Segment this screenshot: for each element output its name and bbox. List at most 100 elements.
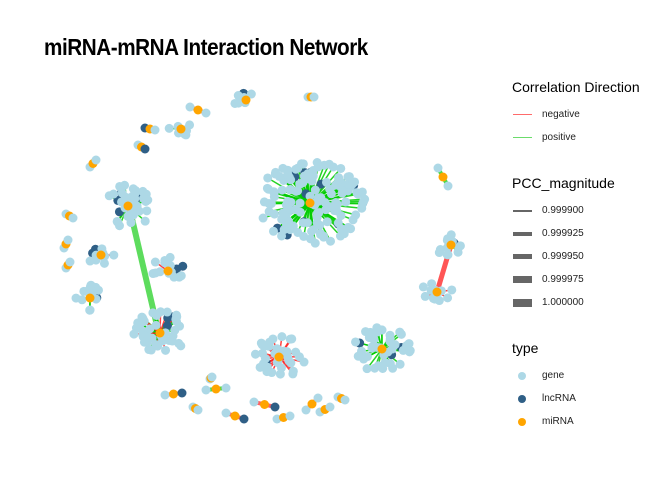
legend-label: miRNA: [542, 416, 574, 427]
gene-node: [377, 325, 387, 335]
gene-node: [395, 327, 405, 337]
legend-item-mag: 0.999900: [512, 199, 615, 222]
node: [68, 213, 78, 223]
gene-node: [109, 189, 119, 199]
node: [160, 390, 170, 400]
legend-label: negative: [542, 109, 580, 120]
node: [177, 388, 187, 398]
gene-node: [142, 206, 152, 216]
gene-node: [85, 256, 95, 266]
mirna-node: [155, 328, 165, 338]
node: [150, 125, 160, 135]
mirna-node: [211, 384, 221, 394]
node: [249, 397, 259, 407]
gene-node: [167, 336, 177, 346]
gene-node: [334, 175, 344, 185]
mirna-node: [230, 411, 240, 421]
gene-node: [346, 224, 356, 234]
node: [301, 405, 311, 415]
positive-line-key: [512, 137, 532, 138]
gene-node: [312, 208, 322, 218]
gene-node: [362, 364, 372, 374]
lncrna-dot-icon: [518, 394, 526, 403]
legend-item-lncrna: lncRNA: [512, 387, 576, 410]
gene-node: [120, 180, 130, 190]
node: [433, 163, 443, 173]
gene-node: [385, 359, 395, 369]
gene-node: [138, 314, 148, 324]
gene-node: [285, 220, 295, 230]
gene-node: [161, 345, 171, 355]
node: [285, 411, 295, 421]
mirna-node: [307, 399, 317, 409]
node: [239, 414, 249, 424]
gene-node: [320, 198, 330, 208]
gene-node: [427, 279, 437, 289]
gene-node: [420, 291, 430, 301]
lncrna-node: [162, 321, 172, 331]
gene-node: [233, 91, 243, 101]
mirna-node: [193, 105, 203, 115]
gene-node: [454, 242, 464, 252]
gene-node: [322, 177, 332, 187]
gene-node: [172, 316, 182, 326]
gene-node: [299, 171, 309, 181]
gene-node: [152, 311, 162, 321]
mirna-node: [176, 124, 186, 134]
gene-node: [171, 310, 181, 320]
gene-node: [134, 206, 144, 216]
gene-node: [351, 337, 361, 347]
gene-node: [274, 171, 284, 181]
node: [201, 108, 211, 118]
gene-node: [170, 325, 180, 335]
gene-node: [83, 286, 93, 296]
gene-node: [335, 231, 345, 241]
legend-item-mag: 1.000000: [512, 291, 615, 314]
gene-node: [140, 216, 150, 226]
gene-node: [321, 205, 331, 215]
gene-node: [295, 207, 305, 217]
gene-node: [181, 130, 191, 140]
gene-node: [258, 359, 268, 369]
mirna-node: [163, 266, 173, 276]
gene-node: [405, 346, 415, 356]
mirna-dot-icon: [518, 417, 526, 426]
legend-label: 0.999950: [542, 251, 584, 262]
mirna-node: [169, 389, 178, 399]
gene-node: [155, 267, 165, 277]
mirna-node: [96, 250, 106, 260]
gene-node: [336, 163, 346, 173]
mirna-node: [377, 344, 387, 354]
gene-node: [352, 188, 362, 198]
mirna-node: [446, 240, 456, 250]
gene-node: [85, 305, 95, 315]
gene-node: [266, 199, 276, 209]
gene-node: [370, 363, 380, 373]
gene-node: [366, 329, 376, 339]
gene-node: [310, 185, 320, 195]
width-key: [512, 254, 532, 259]
node: [91, 155, 101, 165]
gene-node: [176, 271, 186, 281]
gene-node: [143, 332, 153, 342]
legend-item-mag: 0.999975: [512, 268, 615, 291]
gene-node: [277, 332, 287, 342]
gene-node: [336, 224, 346, 234]
gene-node: [185, 120, 195, 130]
legend-label: lncRNA: [542, 393, 576, 404]
gene-node: [285, 184, 295, 194]
mirna-node: [274, 352, 284, 362]
gene-node: [113, 217, 123, 227]
gene-node: [307, 226, 317, 236]
legend-item-mag: 0.999925: [512, 222, 615, 245]
node: [221, 408, 231, 418]
gene-node: [329, 206, 339, 216]
gene-node: [390, 340, 400, 350]
node: [63, 235, 73, 245]
gene-node: [316, 230, 326, 240]
legend-label: positive: [542, 132, 576, 143]
gene-node: [277, 185, 287, 195]
gene-dot-icon: [518, 371, 526, 380]
gene-node: [418, 282, 428, 292]
